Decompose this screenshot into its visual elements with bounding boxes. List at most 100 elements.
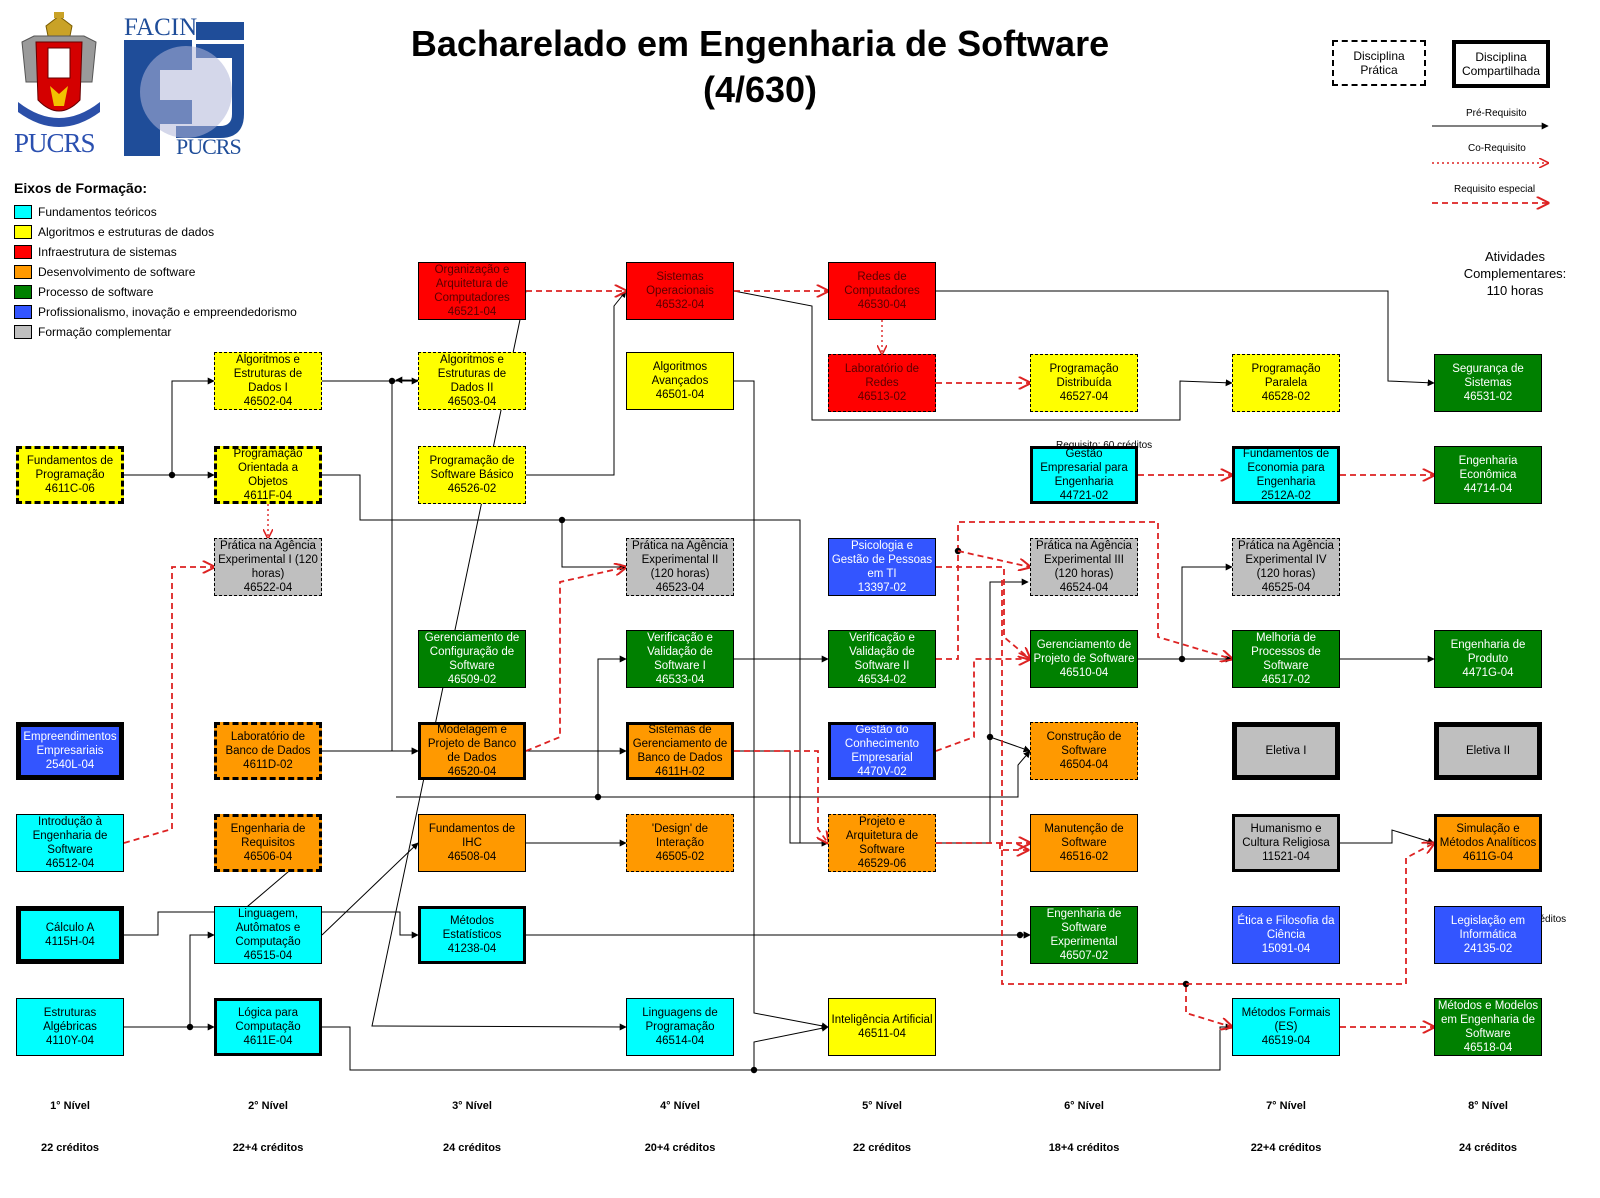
course-name: Ética e Filosofia da Ciência [1237,915,1335,941]
course-code: 46505-02 [655,851,705,863]
course-label: Prática na Agência Experimental II (120 … [629,539,731,595]
course-code: 46531-02 [1463,391,1513,403]
legend-item: Infraestrutura de sistemas [14,244,177,260]
course-box[interactable]: Prática na Agência Experimental IV (120 … [1232,538,1340,596]
course-box[interactable]: Prática na Agência Experimental I (120 h… [214,538,322,596]
course-box[interactable]: Organização e Arquitetura de Computadore… [418,262,526,320]
legend-label: Fundamentos teóricos [38,205,157,219]
course-box[interactable]: Sistemas de Gerenciamento de Banco de Da… [626,722,734,780]
course-name: Algoritmos e Estruturas de Dados II [437,354,507,394]
course-name: Verificação e Validação de Software I [647,632,713,672]
course-box[interactable]: Verificação e Validação de Software I 465… [626,630,734,688]
course-code: 46530-04 [857,299,907,311]
connector [597,655,627,797]
course-name: Cálculo A [45,922,95,934]
course-code: 44721-02 [1059,490,1109,502]
course-code: 46526-02 [447,483,497,495]
key-pratica-sample: Disciplina Prática [1332,40,1426,86]
course-name: Linguagens de Programação [642,1007,718,1033]
course-box[interactable]: Gerenciamento de Configuração de Softwar… [418,630,526,688]
course-box[interactable]: Métodos Formais (ES)46519-04 [1232,998,1340,1056]
course-code: 4611E-04 [243,1035,293,1047]
course-code: 46514-04 [655,1035,705,1047]
course-box[interactable]: Prática na Agência Experimental III (120… [1030,538,1138,596]
course-box[interactable]: Prática na Agência Experimental II (120 … [626,538,734,596]
connector [734,380,829,1030]
course-code: 46518-04 [1463,1042,1513,1054]
course-code: 4110Y-04 [46,1035,94,1047]
course-name: Estruturas Algébricas [43,1007,97,1033]
level-credits: 22+4 créditos [232,1142,304,1154]
course-name: Fundamentos de Economia para Engenharia [1242,448,1330,488]
course-box[interactable]: Linguagens de Programação 46514-04 [626,998,734,1056]
course-code: 46532-04 [655,299,705,311]
course-code: 46512-04 [45,858,95,870]
legend-item: Fundamentos teóricos [14,204,157,220]
course-name: Melhoria de Processos de Software [1251,632,1321,672]
course-code: 46533-04 [655,674,705,686]
course-box[interactable]: Eletiva II [1434,722,1542,780]
course-box[interactable]: Métodos e Modelos em Engenharia de Softw… [1434,998,1542,1056]
course-box[interactable]: Estruturas Algébricas 4110Y-04 [16,998,124,1056]
course-box[interactable]: Lógica para Computação 4611E-04 [214,998,322,1056]
key-coreq-label: Co-Requisito [1468,143,1526,154]
course-box[interactable]: Eletiva I [1232,722,1340,780]
course-name: Lógica para Computação [235,1007,301,1033]
legend-item: Formação complementar [14,324,171,340]
course-code: 41238-04 [447,943,497,955]
course-code: 13397-02 [857,582,907,594]
legend-swatch [14,305,32,319]
